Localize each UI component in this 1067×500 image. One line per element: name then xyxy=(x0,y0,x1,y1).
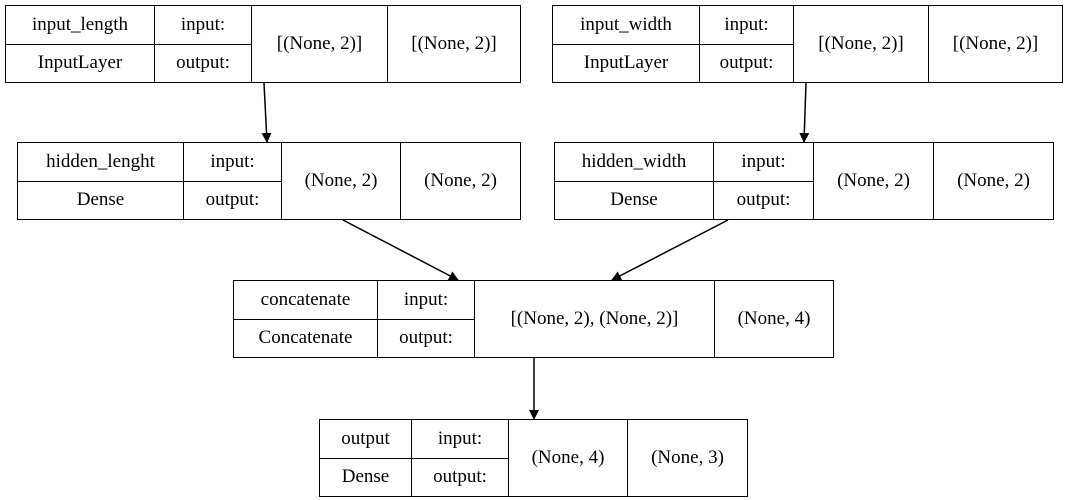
layer-name: hidden_width xyxy=(555,143,713,182)
input-label: input: xyxy=(412,420,508,459)
layer-type: Concatenate xyxy=(258,327,353,349)
output-label: output: xyxy=(399,327,453,349)
input-shape: (None, 2) xyxy=(837,170,910,191)
edge-hidden-lenght-to-concatenate xyxy=(342,219,459,281)
output-label: output: xyxy=(205,189,260,211)
output-shape: (None, 2) xyxy=(424,170,497,191)
input-label: input: xyxy=(184,143,281,182)
input-label: input: xyxy=(714,143,813,182)
layer-type: Dense xyxy=(610,189,658,211)
node-hidden-lenght: hidden_lenght Dense input: output: (None… xyxy=(17,142,521,220)
input-shape: [(None, 2)] xyxy=(818,33,904,54)
edge-input-width-to-hidden-width xyxy=(799,82,810,143)
input-label: input: xyxy=(155,6,251,45)
input-shape: [(None, 2)] xyxy=(276,33,363,54)
node-concatenate: concatenate Concatenate input: output: [… xyxy=(233,280,834,358)
layer-name: output xyxy=(320,420,411,459)
input-shape: (None, 2) xyxy=(304,170,378,191)
layer-type: InputLayer xyxy=(583,52,669,74)
edge-hidden-width-to-concatenate xyxy=(611,219,729,281)
layer-name: hidden_lenght xyxy=(18,143,183,182)
layer-type: Dense xyxy=(76,189,125,211)
node-input-width: input_width InputLayer input: output: [(… xyxy=(552,5,1063,83)
layer-name: input_width xyxy=(553,6,699,45)
output-shape: [(None, 2)] xyxy=(411,33,497,54)
output-label: output: xyxy=(176,52,230,74)
layer-type: InputLayer xyxy=(37,52,123,74)
node-input-length: input_length InputLayer input: output: [… xyxy=(5,5,521,83)
input-shape: [(None, 2), (None, 2)] xyxy=(510,308,679,329)
output-shape: [(None, 2)] xyxy=(952,33,1039,54)
input-shape: (None, 4) xyxy=(531,447,605,468)
node-hidden-width: hidden_width Dense input: output: (None,… xyxy=(554,142,1054,220)
node-output: output Dense input: output: (None, 4) (N… xyxy=(319,419,748,497)
output-shape: (None, 2) xyxy=(957,170,1030,191)
layer-name: concatenate xyxy=(234,281,377,320)
output-label: output: xyxy=(719,52,774,74)
edge-input-length-to-hidden-lenght xyxy=(261,82,272,143)
output-label: output: xyxy=(736,189,791,211)
output-shape: (None, 4) xyxy=(737,308,811,329)
input-label: input: xyxy=(700,6,793,45)
output-shape: (None, 3) xyxy=(651,447,724,468)
layer-name: input_length xyxy=(6,6,154,45)
input-label: input: xyxy=(378,281,474,320)
layer-type: Dense xyxy=(341,466,390,488)
output-label: output: xyxy=(433,466,487,488)
